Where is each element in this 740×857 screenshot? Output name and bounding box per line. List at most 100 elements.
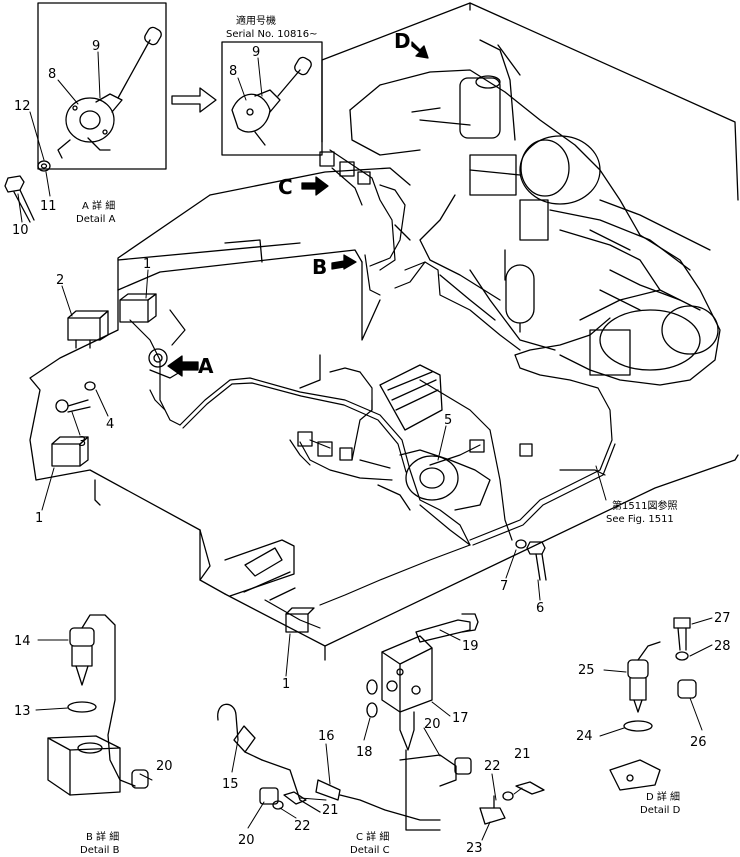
callout-8-b: 8	[229, 64, 237, 79]
callout-23: 23	[466, 841, 483, 856]
callout-6: 6	[536, 601, 544, 616]
connector-26	[677, 679, 697, 699]
machine-frame	[29, 2, 739, 661]
callout-7: 7	[500, 579, 508, 594]
callout-26: 26	[690, 735, 707, 750]
see-fig-caption-jp: 第1511図参照	[612, 499, 677, 512]
sender-8-9	[57, 26, 162, 159]
o-rings-18	[366, 679, 378, 718]
valve-17	[381, 635, 441, 831]
callout-9-b: 9	[252, 45, 260, 60]
detail-a-inset-box	[37, 2, 167, 170]
clamp-23	[479, 795, 506, 825]
bolt-10	[4, 175, 35, 223]
sender-8-9-new	[231, 56, 312, 146]
washer-28	[675, 651, 689, 661]
washer-4	[84, 381, 96, 391]
alternator-5	[377, 449, 491, 511]
callout-24: 24	[576, 729, 593, 744]
callout-1-bottom: 1	[282, 677, 290, 692]
callout-19: 19	[462, 639, 479, 654]
o-ring-13	[67, 701, 97, 713]
connector-20c	[259, 787, 279, 805]
callout-21-a: 21	[514, 747, 531, 762]
o-ring-24	[623, 720, 653, 732]
callout-2: 2	[56, 273, 64, 288]
gauge-bracket	[244, 547, 296, 601]
detail-a-sensor	[148, 348, 181, 379]
callout-18: 18	[356, 745, 373, 760]
bolt-27	[673, 617, 691, 651]
sensor-15	[217, 703, 321, 813]
see-fig-caption: See Fig. 1511	[606, 514, 674, 525]
serial-caption: Serial No. 10816~	[226, 29, 317, 40]
washer-11	[37, 160, 51, 172]
callout-28: 28	[714, 639, 731, 654]
relay-1-upper	[119, 293, 157, 323]
callout-27: 27	[714, 611, 731, 626]
panel-box	[379, 364, 443, 431]
callout-13: 13	[14, 704, 31, 719]
callout-10: 10	[12, 223, 29, 238]
detail-d-caption: Detail D	[640, 805, 681, 816]
callout-1-upper: 1	[143, 257, 151, 272]
bolt-6	[526, 541, 547, 581]
callout-4: 4	[106, 417, 114, 432]
connector-20b	[131, 769, 149, 789]
washer-22b	[502, 791, 514, 801]
detail-d-caption-jp: D 詳 細	[646, 790, 680, 803]
detail-c-caption: Detail C	[350, 845, 390, 856]
callout-20-d: 20	[238, 833, 255, 848]
sensor-25	[627, 641, 661, 713]
bolt-21b	[515, 781, 545, 795]
detail-letter-a: A	[198, 354, 214, 378]
bolt-21a	[283, 791, 307, 805]
connector-20d	[399, 754, 472, 787]
arrow-to-serial	[171, 87, 217, 113]
callout-17: 17	[452, 711, 469, 726]
detail-a-caption: Detail A	[76, 214, 116, 225]
callout-14: 14	[14, 634, 31, 649]
callout-15: 15	[222, 777, 239, 792]
callout-20-c: 20	[424, 717, 441, 732]
engine-assembly	[349, 39, 721, 386]
callout-1-left: 1	[35, 511, 43, 526]
serial-caption-jp: 適用号機	[236, 14, 276, 27]
callout-16: 16	[318, 729, 335, 744]
callout-12: 12	[14, 99, 31, 114]
callout-22-b: 22	[484, 759, 501, 774]
serial-inset-box	[221, 41, 323, 156]
washer-22a	[272, 800, 284, 810]
detail-arrows	[167, 41, 429, 377]
sensor-14	[69, 614, 136, 787]
detail-a-caption-jp: A 詳 細	[82, 199, 115, 212]
callout-5: 5	[444, 413, 452, 428]
leader-lines	[17, 51, 713, 841]
relay-1-bottom	[285, 607, 315, 633]
detail-b-caption: Detail B	[80, 845, 120, 856]
callout-3: 3	[78, 435, 86, 450]
detail-b-block	[47, 735, 121, 796]
mount-plate-d	[609, 759, 661, 791]
connectors-cluster	[297, 151, 533, 461]
bolt-3	[55, 399, 91, 413]
relay-1-lower	[51, 436, 89, 467]
sensor-16	[315, 779, 441, 821]
detail-b-caption-jp: B 詳 細	[86, 830, 119, 843]
callout-11: 11	[40, 199, 57, 214]
callout-20-b: 20	[156, 759, 173, 774]
callout-25: 25	[578, 663, 595, 678]
detail-letter-b: B	[312, 255, 327, 279]
detail-c-caption-jp: C 詳 細	[356, 830, 389, 843]
callout-9-a: 9	[92, 39, 100, 54]
detail-letter-c: C	[278, 175, 293, 199]
callout-22-a: 22	[294, 819, 311, 834]
washer-7	[515, 539, 527, 549]
callouts: 1 2 3 4 1 5 6 7 1 8 9 12 11 10 8 9 14 13…	[12, 39, 731, 856]
callout-8-a: 8	[48, 67, 56, 82]
detail-letter-d: D	[394, 29, 411, 53]
detail-letters: A B C D	[198, 29, 411, 378]
callout-21-b: 21	[322, 803, 339, 818]
relay-2	[67, 310, 109, 349]
